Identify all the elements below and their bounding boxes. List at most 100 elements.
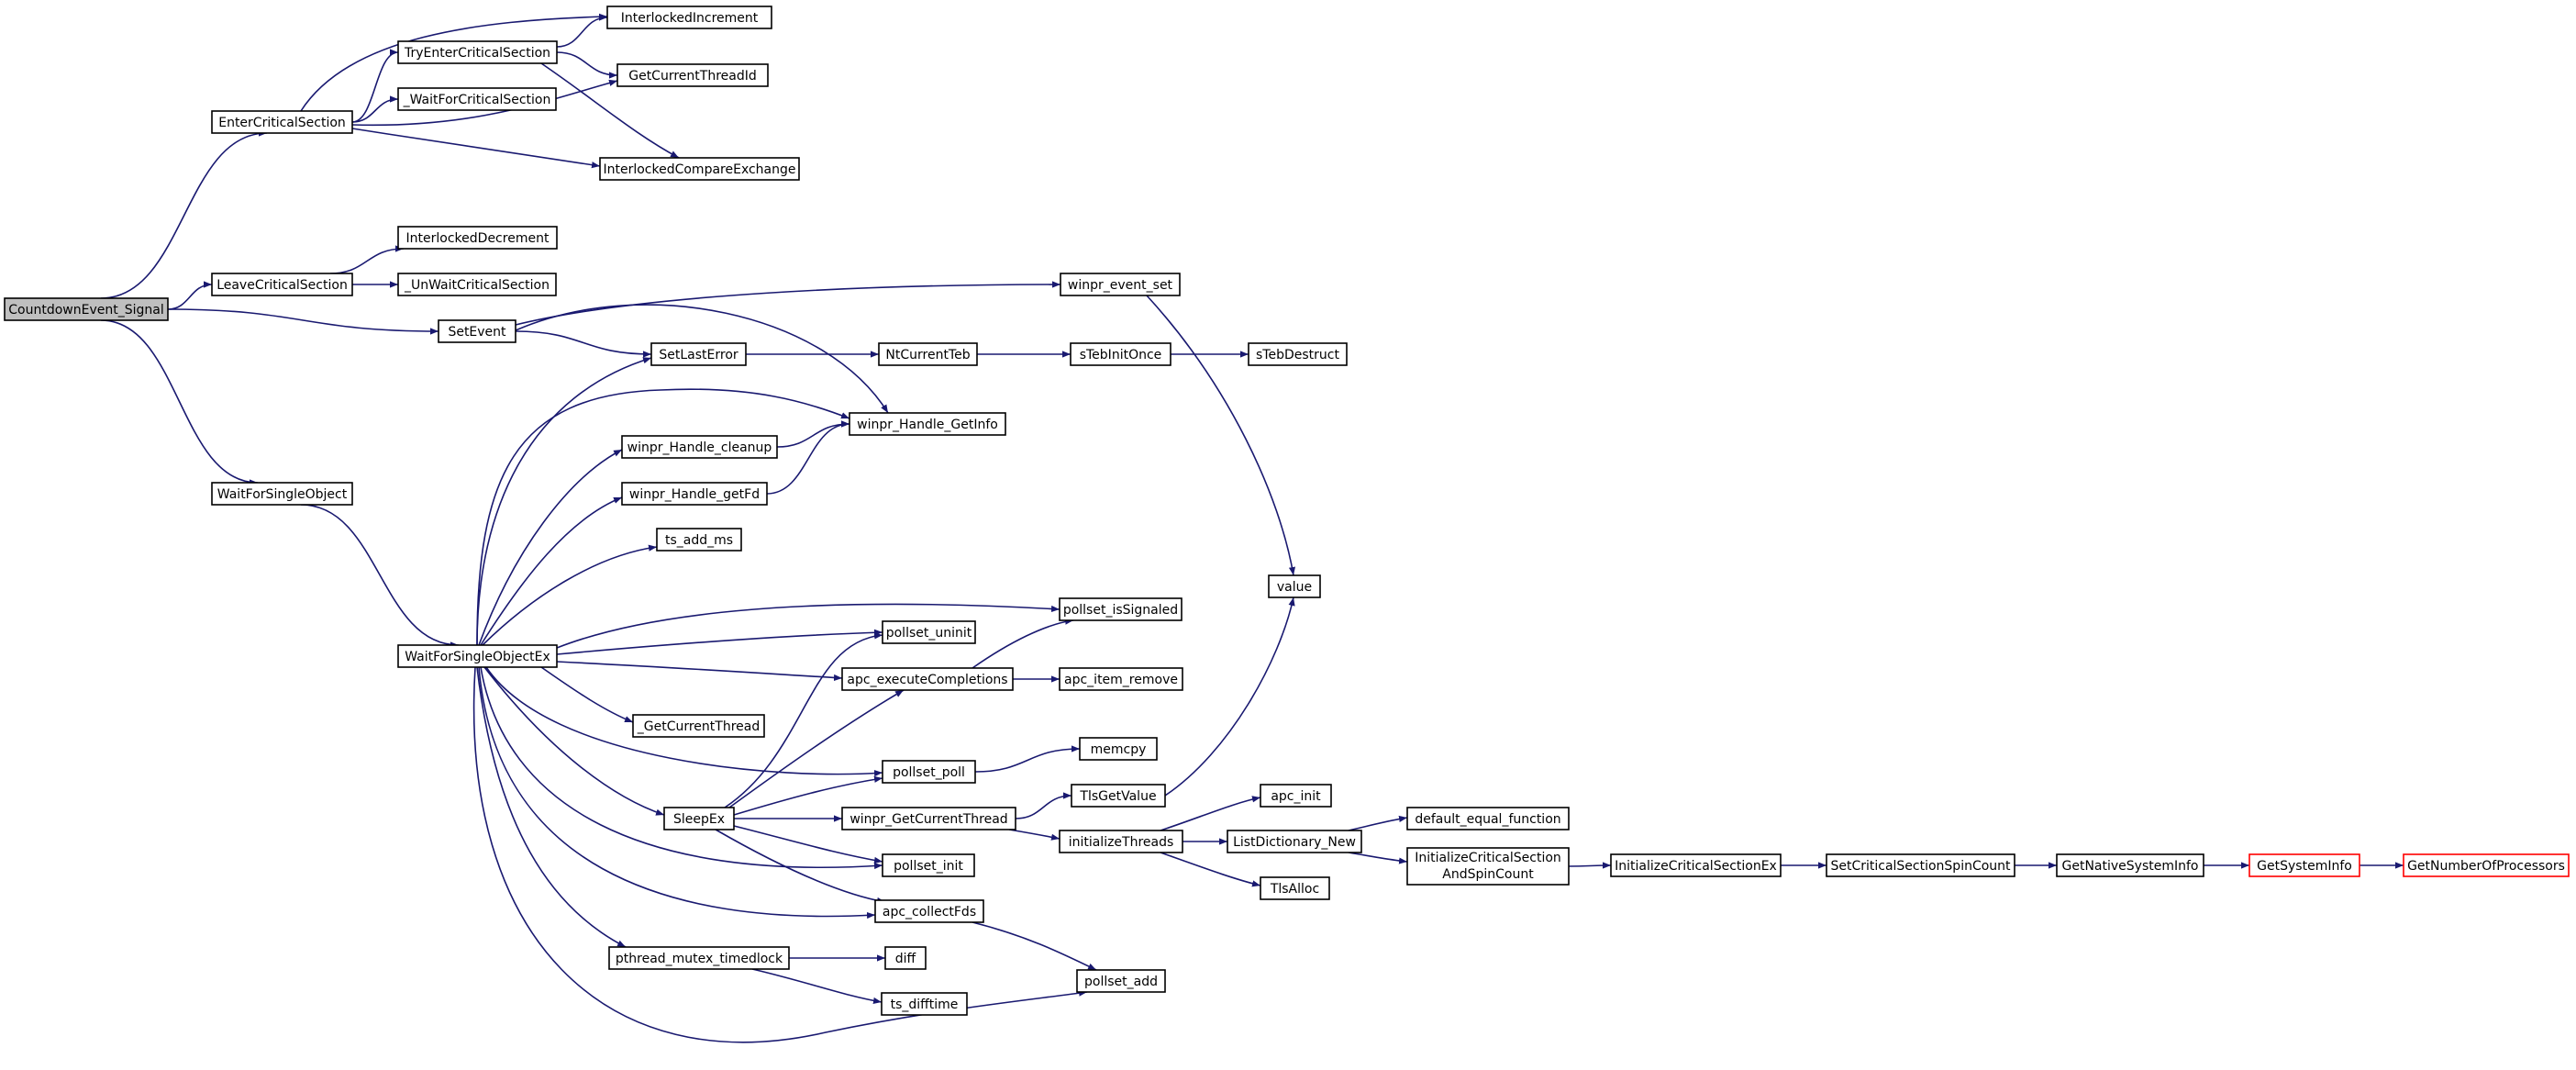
node-label: GetSystemInfo [2257,859,2352,874]
edge-initialize-threads-to-apc-init [1160,796,1261,831]
node-default-equal-function[interactable]: default_equal_function [1406,807,1570,830]
edge-apc-execute-completions-to-pollset-is-signaled [972,618,1074,669]
node-label: InterlockedCompareExchange [603,162,795,177]
node-apc-collect-fds[interactable]: apc_collectFds [874,899,984,923]
node-box [1059,830,1183,853]
node-interlocked-decrement[interactable]: InterlockedDecrement [397,226,558,250]
node-initialize-critical-section-ex[interactable]: InitializeCriticalSectionEx [1610,853,1782,877]
node-value[interactable]: value [1268,574,1321,598]
node-box [2056,853,2204,877]
edge-countdown-event-signal-to-leave-critical-section [167,281,213,310]
edge-wait-for-single-object-ex-to-winpr-handle-cleanup [478,449,623,646]
node-label: winpr_Handle_getFd [629,487,760,502]
node-apc-item-remove[interactable]: apc_item_remove [1059,667,1183,691]
node-get-current-thread[interactable]: _GetCurrentThread [632,714,765,738]
node-box [397,644,558,668]
node-box [1076,969,1166,993]
node-box [1260,784,1332,808]
node-pollset-uninit[interactable]: pollset_uninit [882,620,976,644]
node-wait-for-critical-section[interactable]: _WaitForCriticalSection [397,87,557,111]
node-get-current-thread-id[interactable]: GetCurrentThreadId [616,63,769,87]
node-label: pollset_isSignaled [1063,603,1178,618]
node-label: ts_add_ms [665,533,733,548]
edge-wait-for-single-object-ex-to-apc-execute-completions [556,661,843,682]
node-interlocked-increment[interactable]: InterlockedIncrement [606,6,772,29]
node-pollset-is-signaled[interactable]: pollset_isSignaled [1059,597,1183,621]
node-get-native-system-info[interactable]: GetNativeSystemInfo [2056,853,2204,877]
edge-winpr-get-current-thread-to-tls-get-value [1015,792,1072,819]
node-winpr-handle-get-fd[interactable]: winpr_Handle_getFd [621,482,768,506]
node-wait-for-single-object[interactable]: WaitForSingleObject [211,482,353,506]
node-box [1227,830,1362,853]
node-diff[interactable]: diff [884,946,927,970]
node-apc-execute-completions[interactable]: apc_executeCompletions [841,667,1014,691]
edge-try-enter-critical-section-to-get-current-thread-id [556,51,618,79]
node-winpr-get-current-thread[interactable]: winpr_GetCurrentThread [841,807,1016,830]
node-set-last-error[interactable]: SetLastError [650,342,747,366]
node-pthread-mutex-timedlock[interactable]: pthread_mutex_timedlock [608,946,790,970]
node-try-enter-critical-section[interactable]: TryEnterCriticalSection [397,40,558,64]
edge-wait-for-single-object-ex-to-sleep-ex [483,666,665,816]
node-sleep-ex[interactable]: SleepEx [663,807,735,830]
edge-wait-for-single-object-ex-to-pollset-init [480,666,883,870]
node-label: InitializeCriticalSectionEx [1615,859,1777,874]
edge-wait-for-single-object-ex-to-pollset-poll [485,666,883,777]
edge-countdown-event-signal-to-set-event [167,308,439,335]
node-box [4,297,169,321]
node-initialize-threads[interactable]: initializeThreads [1059,830,1183,853]
node-un-wait-critical-section[interactable]: _UnWaitCriticalSection [397,273,557,296]
node-winpr-handle-cleanup[interactable]: winpr_Handle_cleanup [621,435,778,459]
node-box [211,273,353,296]
edge-leave-critical-section-to-interlocked-decrement [329,245,405,274]
edge-wait-for-single-object-to-wait-for-single-object-ex [300,504,460,649]
edge-pollset-poll-to-memcpy [974,745,1081,773]
node-get-number-of-processors[interactable]: GetNumberOfProcessors [2403,853,2570,877]
node-label: InterlockedIncrement [621,11,759,26]
node-label: pthread_mutex_timedlock [616,952,783,966]
edge-try-enter-critical-section-to-interlocked-increment [556,14,608,48]
node-label: diff [895,952,916,966]
node-box [884,946,927,970]
node-box [881,992,968,1016]
node-label: NtCurrentTeb [885,348,970,362]
node-winpr-handle-get-info[interactable]: winpr_Handle_GetInfo [849,412,1006,436]
edge-wait-for-single-object-ex-to-pthread-mutex-timedlock [476,666,627,948]
node-memcpy[interactable]: memcpy [1079,737,1158,761]
node-box [1406,847,1570,886]
node-wait-for-single-object-ex[interactable]: WaitForSingleObjectEx [397,644,558,668]
node-pollset-add[interactable]: pollset_add [1076,969,1166,993]
node-ts-difftime[interactable]: ts_difftime [881,992,968,1016]
node-pollset-init[interactable]: pollset_init [882,853,975,877]
node-enter-critical-section[interactable]: EnterCriticalSection [211,110,353,134]
node-box [211,110,353,134]
node-label: SetEvent [448,325,506,340]
node-label: WaitForSingleObject [217,487,348,502]
node-ts-add-ms[interactable]: ts_add_ms [656,528,742,552]
node-s-teb-init-once[interactable]: sTebInitOnce [1070,342,1171,366]
node-s-teb-destruct[interactable]: sTebDestruct [1248,342,1348,366]
node-box [621,435,778,459]
node-winpr-event-set[interactable]: winpr_event_set [1060,273,1181,296]
node-apc-init[interactable]: apc_init [1260,784,1332,808]
node-pollset-poll[interactable]: pollset_poll [882,760,976,784]
node-leave-critical-section[interactable]: LeaveCriticalSection [211,273,353,296]
node-list-dictionary-new[interactable]: ListDictionary_New [1227,830,1362,853]
node-nt-current-teb[interactable]: NtCurrentTeb [878,342,978,366]
edge-wait-for-single-object-ex-to-get-current-thread [540,666,634,723]
node-get-system-info[interactable]: GetSystemInfo [2248,853,2360,877]
node-box [632,714,765,738]
node-box [841,667,1014,691]
node-layer: CountdownEvent_Signal EnterCriticalSectio… [4,6,2570,1016]
node-label: AndSpinCount [1442,867,1534,882]
node-interlocked-compare-exchange[interactable]: InterlockedCompareExchange [599,157,800,181]
node-box [1060,273,1181,296]
node-countdown-event-signal[interactable]: CountdownEvent_Signal [4,297,169,321]
node-tls-get-value[interactable]: TlsGetValue [1071,784,1166,808]
node-set-event[interactable]: SetEvent [438,319,516,343]
node-box [1260,876,1330,900]
node-set-critical-section-spin-count[interactable]: SetCriticalSectionSpinCount [1826,853,2015,877]
node-tls-alloc[interactable]: TlsAlloc [1260,876,1330,900]
node-label: pollset_poll [893,765,965,780]
node-box [608,946,790,970]
